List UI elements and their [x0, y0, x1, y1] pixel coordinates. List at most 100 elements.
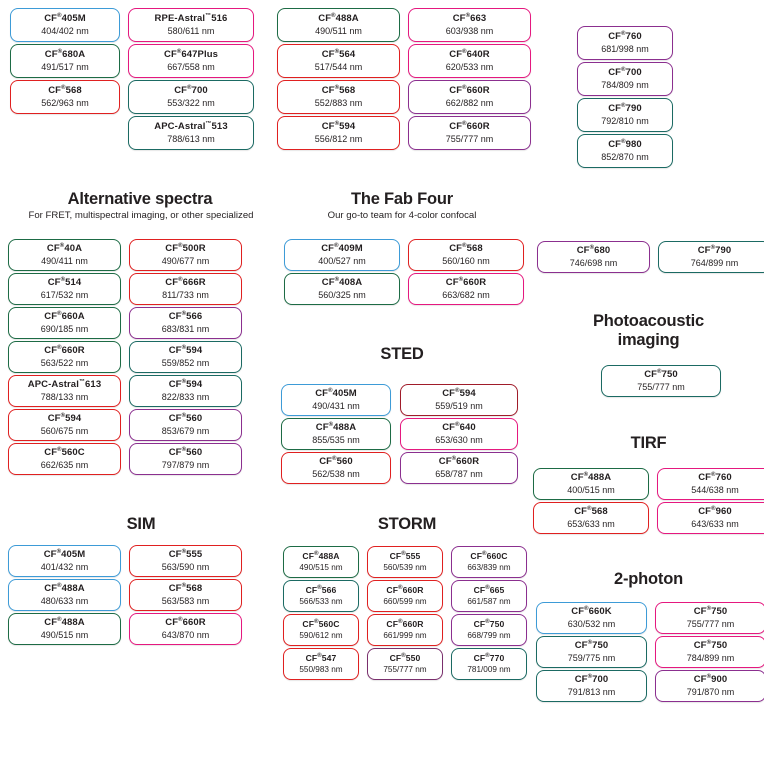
- dye-name: CF®700: [608, 66, 642, 79]
- trademark-mark: ®: [334, 84, 340, 91]
- dye-spectra: 550/983 nm: [299, 664, 343, 674]
- dye-spectra: 563/522 nm: [40, 357, 89, 368]
- dye-spectra: 490/511 nm: [315, 25, 362, 36]
- dye-name: CF®564: [321, 48, 356, 61]
- dye-spectra: 784/899 nm: [686, 652, 735, 663]
- trademark-mark: ®: [332, 455, 337, 462]
- trademark-mark: ®: [178, 276, 183, 283]
- dye-spectra: 553/322 nm: [167, 97, 215, 108]
- dye-name: CF®568: [321, 84, 356, 97]
- dye-name: CF®560: [168, 412, 203, 425]
- dye-name: CF®566: [168, 310, 203, 323]
- section-title-fab-four: The Fab Four: [350, 190, 454, 208]
- trademark-mark: ®: [328, 421, 334, 428]
- dye-name: CF®660K: [571, 605, 612, 618]
- trademark-mark: ®: [317, 585, 322, 592]
- dye-name: CF®660C: [470, 551, 508, 562]
- dye-name: CF®488A: [44, 616, 85, 629]
- trademark-mark: ™: [205, 12, 212, 19]
- dye-spectra: 643/633 nm: [691, 518, 739, 529]
- trademark-mark: ®: [181, 582, 187, 589]
- dye-spectra: 653/630 nm: [435, 434, 483, 445]
- dye-name: CF®770: [473, 653, 505, 664]
- trademark-mark: ®: [621, 138, 626, 145]
- dye-spectra: 853/679 nm: [161, 425, 210, 436]
